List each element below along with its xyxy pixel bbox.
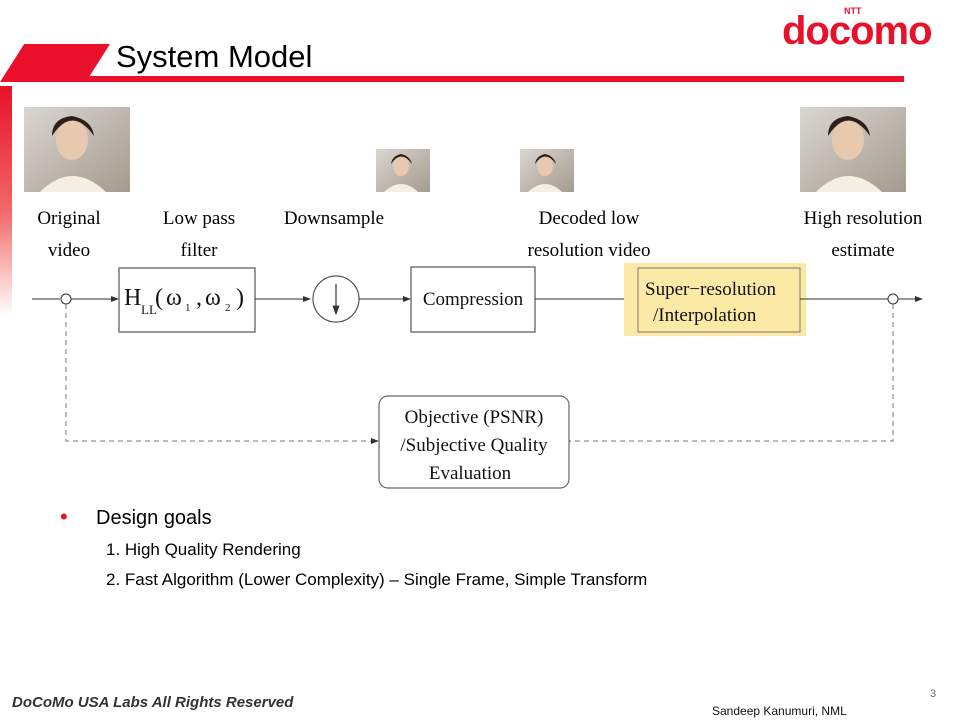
design-goals-section: • Design goals xyxy=(60,504,212,530)
design-goals-heading-row: • Design goals xyxy=(60,504,212,530)
filter-H: H xyxy=(124,285,141,311)
left-accent-stripe xyxy=(0,86,12,316)
label-lpf-1: Low pass xyxy=(163,208,235,229)
system-model-diagram: Original video Low pass filter Downsampl… xyxy=(24,107,923,489)
low-pass-filter-block xyxy=(118,267,256,333)
label-highres-2: estimate xyxy=(831,240,894,261)
super-resolution-highlight xyxy=(624,263,806,336)
super-resolution-label-2: /Interpolation xyxy=(653,305,757,326)
compression-label: Compression xyxy=(423,289,524,310)
dashed-feedback-left xyxy=(65,304,379,444)
filter-sub2: 2 xyxy=(225,302,231,314)
filter-w1: ω xyxy=(166,285,182,311)
super-resolution-label-1: Super−resolution xyxy=(645,279,777,300)
evaluation-block xyxy=(378,395,570,489)
filter-sub-ll: LL xyxy=(141,302,157,317)
filter-comma: , xyxy=(196,285,202,311)
super-resolution-block xyxy=(637,267,801,333)
evaluation-label-3: Evaluation xyxy=(429,463,512,484)
slide-title: System Model xyxy=(116,39,313,74)
evaluation-label-1: Objective (PSNR) xyxy=(405,407,544,428)
label-original-2: video xyxy=(48,240,90,261)
label-highres-1: High resolution xyxy=(804,208,923,229)
filter-sub1: 1 xyxy=(185,302,191,314)
label-lpf-2: filter xyxy=(181,240,219,261)
logo-ntt: NTT xyxy=(844,6,862,16)
bullet-dot-icon: • xyxy=(60,504,68,529)
original-video-frame xyxy=(24,107,130,192)
footer-author: Sandeep Kanumuri, NML xyxy=(712,704,847,718)
input-node xyxy=(60,293,72,305)
filter-close: ) xyxy=(236,285,244,311)
docomo-logo: NTT docomo xyxy=(782,6,933,50)
label-downsample: Downsample xyxy=(284,208,384,229)
downsampled-frame-2 xyxy=(520,149,574,192)
page-number: 3 xyxy=(930,688,937,700)
high-resolution-frame xyxy=(800,107,906,192)
filter-w2: ω xyxy=(205,285,221,311)
design-goals-title: Design goals xyxy=(96,507,212,529)
logo-wordmark: docomo xyxy=(782,9,932,50)
filter-open: ( xyxy=(155,285,163,311)
label-original-1: Original xyxy=(37,208,100,229)
evaluation-label-2: /Subjective Quality xyxy=(400,435,548,456)
output-node xyxy=(887,293,899,305)
label-decoded-2: resolution video xyxy=(528,240,651,261)
downsampled-frame-1 xyxy=(376,149,430,192)
filter-symbol: H LL ( ω 1 , ω 2 ) xyxy=(124,285,244,318)
label-decoded-1: Decoded low xyxy=(539,208,640,229)
dashed-feedback-right xyxy=(570,304,894,441)
goal-item-1: 1. High Quality Rendering xyxy=(106,540,301,559)
goal-item-2: 2. Fast Algorithm (Lower Complexity) – S… xyxy=(106,570,648,589)
title-underline-bar xyxy=(86,76,904,82)
footer-copyright: DoCoMo USA Labs All Rights Reserved xyxy=(12,694,294,711)
